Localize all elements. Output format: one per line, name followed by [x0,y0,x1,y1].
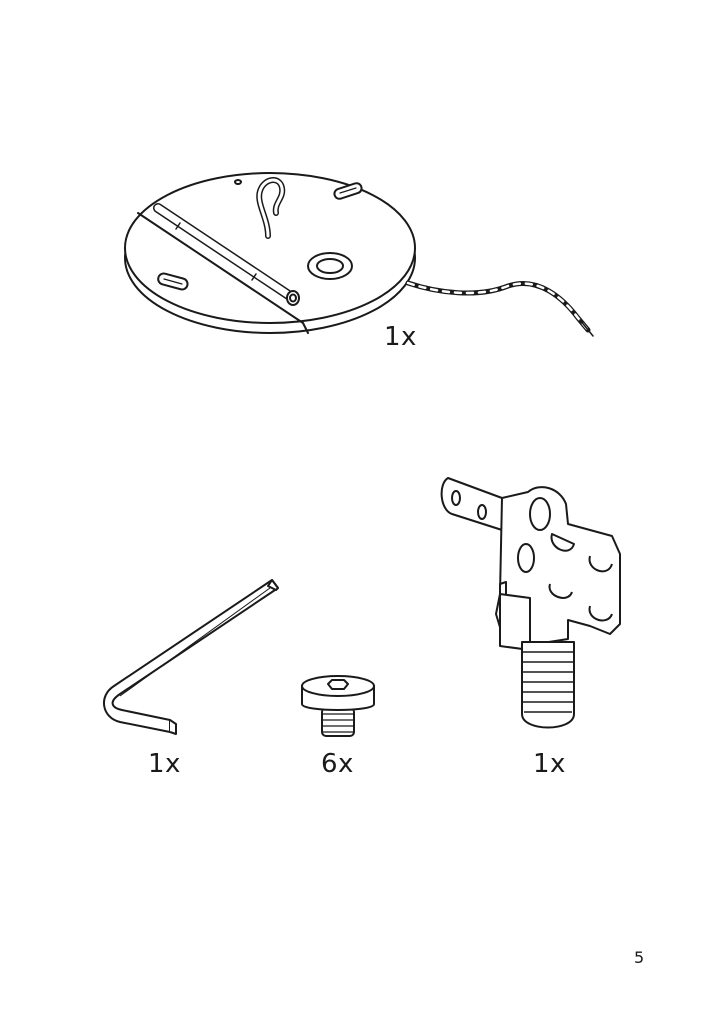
screw-part [298,668,378,740]
ceiling-plate-part [118,158,608,348]
screw-quantity: 6x [321,749,354,779]
allen-key-icon [103,579,279,735]
allen-key-part [100,576,285,736]
page-number: 5 [634,948,645,967]
mounting-bracket-icon [440,477,621,729]
hex-socket-screw-icon [301,675,375,737]
bracket-part [440,474,628,736]
allen-key-quantity: 1x [148,749,181,779]
ceiling-plate-quantity: 1x [384,322,417,352]
ceiling-mounting-plate-with-cable-icon [124,172,594,337]
bracket-quantity: 1x [533,749,566,779]
